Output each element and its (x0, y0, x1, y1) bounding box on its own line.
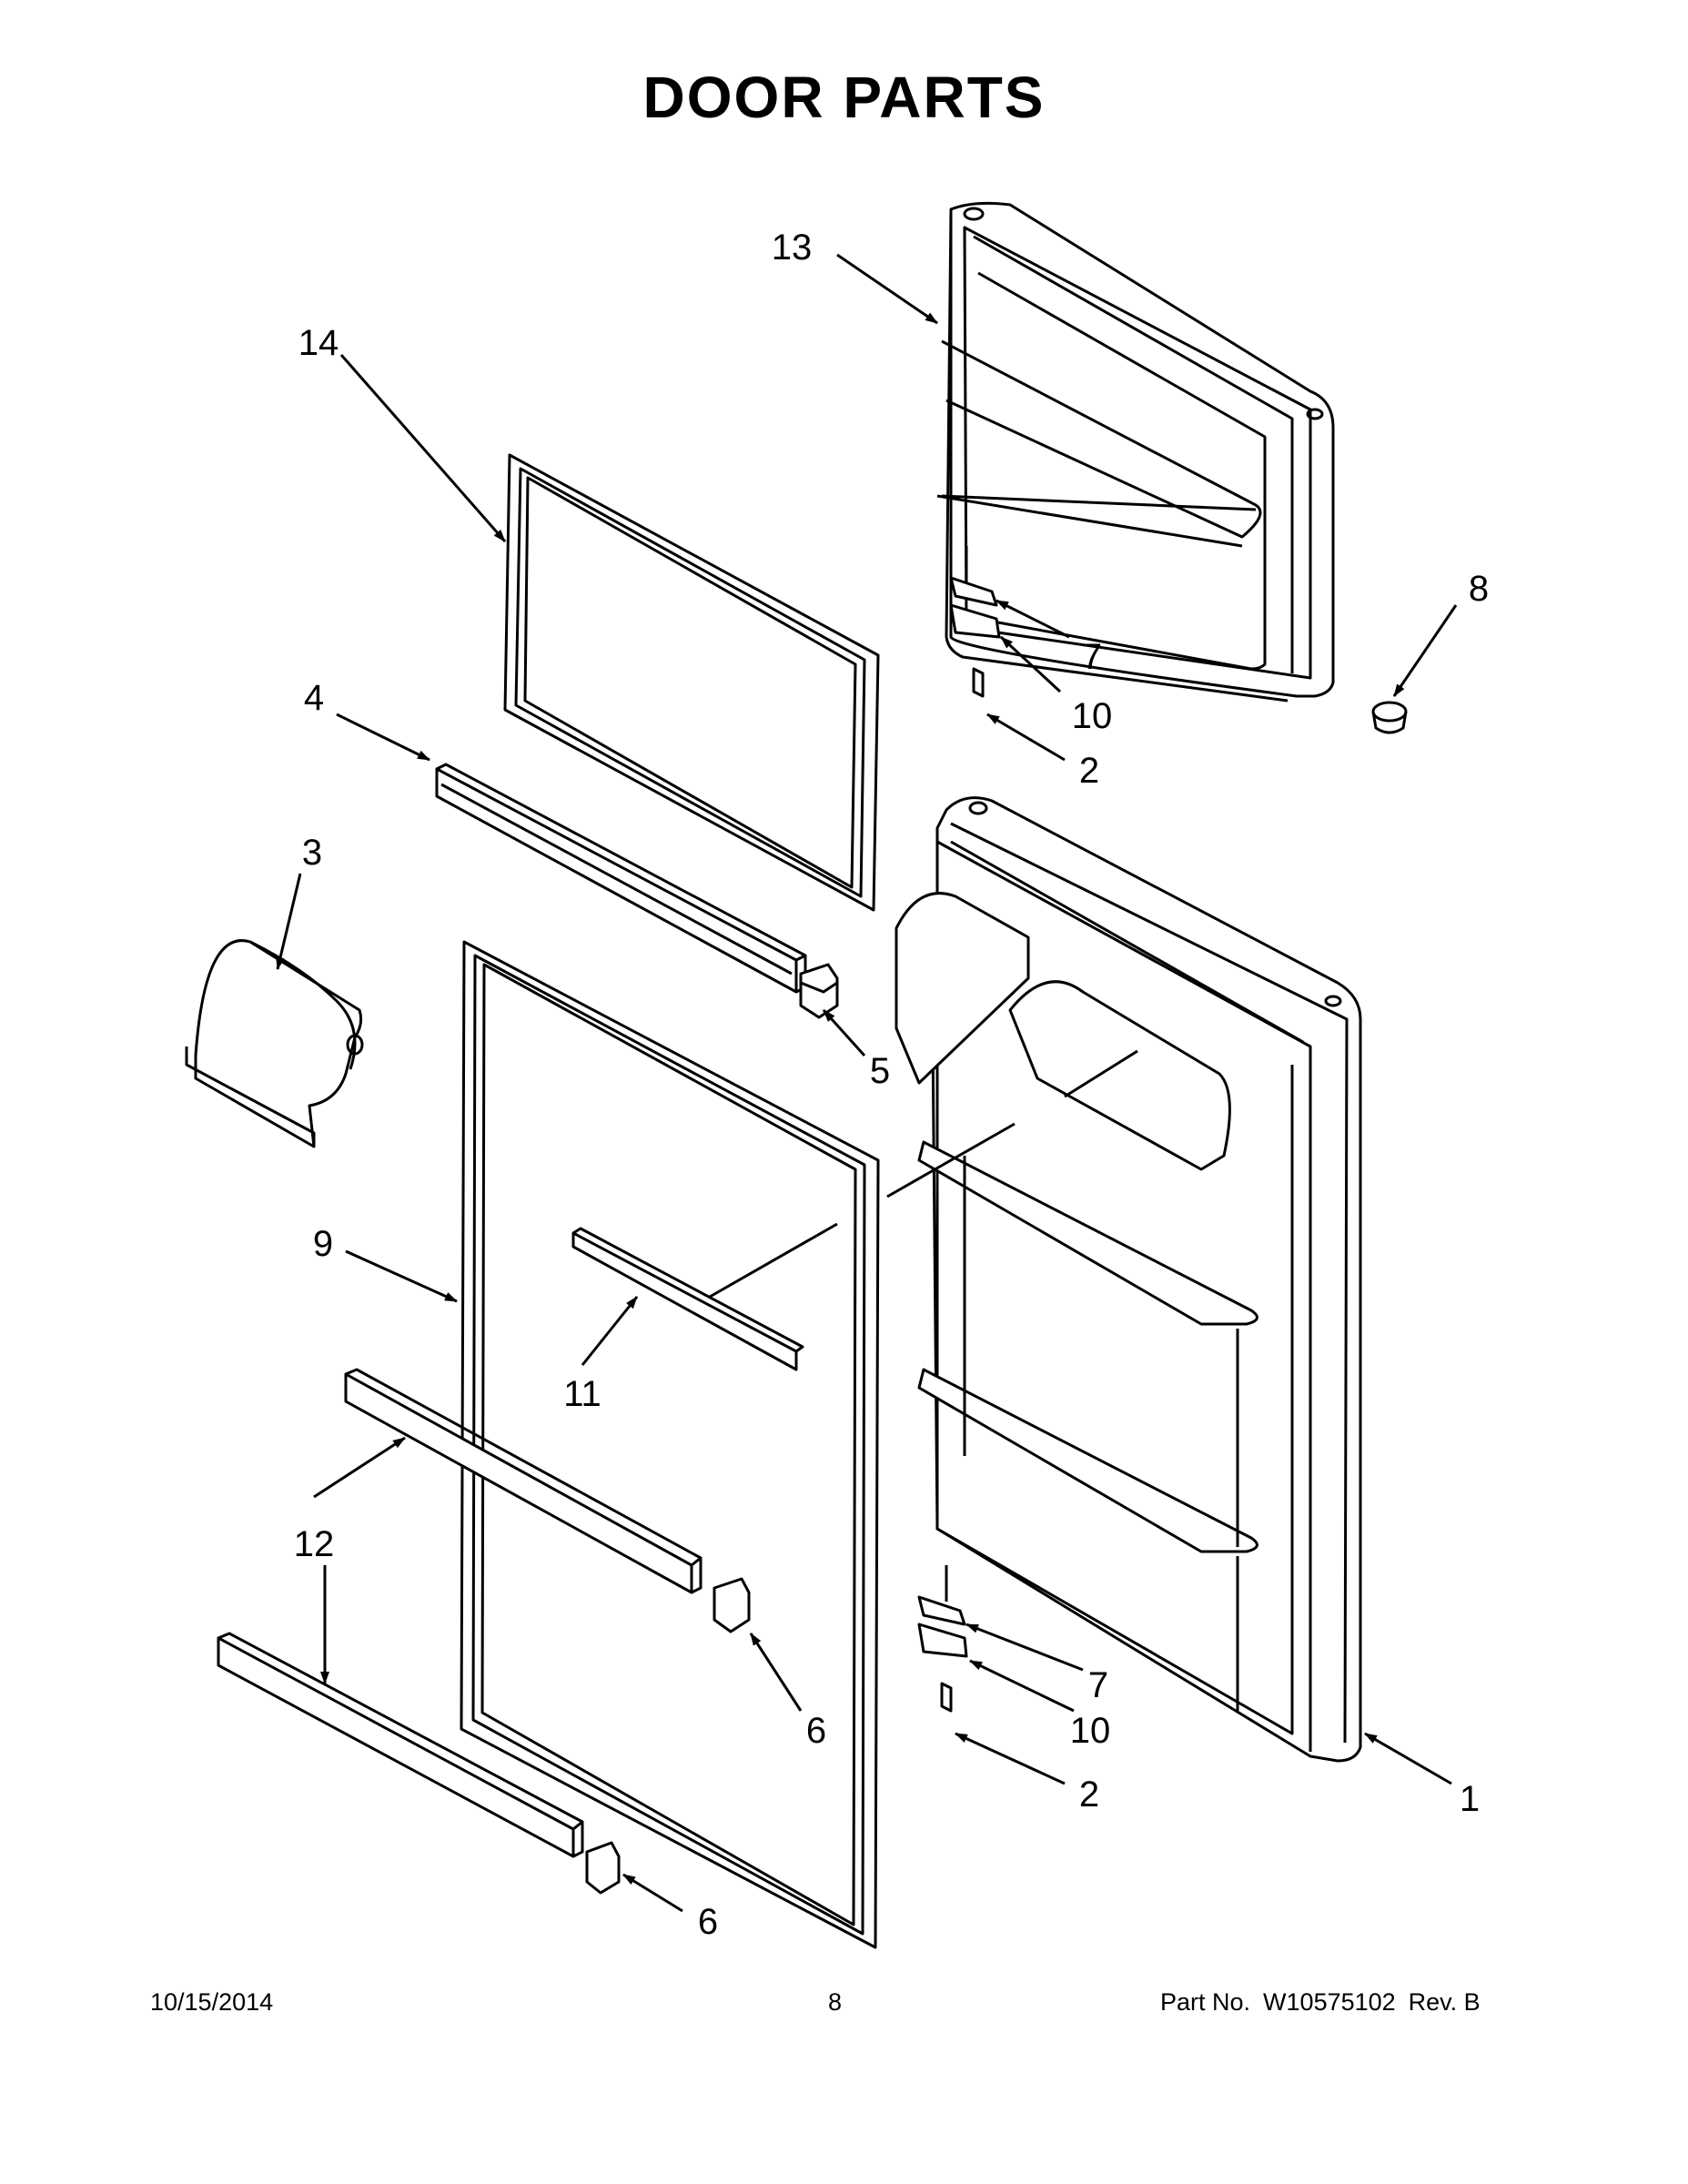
callout-6-lower: 6 (698, 1902, 718, 1942)
door-trim-strip-lower (217, 1632, 584, 1858)
fresh-food-door-gasket (460, 940, 880, 1949)
footer-part-number: Part No. W10575102 Rev. B (1160, 1988, 1481, 2017)
trim-clip (799, 963, 839, 1019)
lower-hinge-assembly (917, 1565, 968, 1713)
callout-1: 1 (1460, 1779, 1480, 1819)
trim-clip-upper (713, 1577, 751, 1633)
callout-14: 14 (298, 323, 339, 363)
revision: Rev. B (1408, 1988, 1481, 2016)
part-label: Part No. (1160, 1988, 1251, 2016)
fresh-food-door (895, 796, 1362, 1763)
callout-4: 4 (304, 678, 324, 718)
callout-2-upper: 2 (1079, 751, 1099, 791)
callout-labels: 13 14 4 3 9 11 12 5 6 6 7 10 2 8 7 10 2 … (294, 228, 1489, 1942)
hinge-hole-plug (1371, 701, 1408, 734)
trim-clip-lower (585, 1841, 621, 1895)
callout-7-lower: 7 (1088, 1665, 1108, 1705)
footer-date: 10/15/2014 (150, 1988, 274, 2016)
callout-11: 11 (563, 1374, 601, 1414)
page-title: DOOR PARTS (642, 65, 1046, 130)
callout-3: 3 (302, 833, 322, 873)
callout-12: 12 (294, 1524, 335, 1564)
callout-6-upper: 6 (806, 1711, 826, 1751)
door-trim-strip-upper (344, 1368, 702, 1594)
freezer-door (936, 201, 1335, 703)
callout-10-upper: 10 (1072, 696, 1113, 736)
door-trim-strip (435, 763, 807, 994)
gasket-trim-strip (571, 1227, 804, 1371)
footer-page-number: 8 (828, 1988, 843, 2016)
callout-2-lower: 2 (1079, 1774, 1099, 1815)
callout-10-lower: 10 (1070, 1711, 1111, 1751)
callout-9: 9 (313, 1224, 333, 1264)
part-number: W10575102 (1263, 1988, 1396, 2016)
callout-13: 13 (772, 228, 813, 268)
door-bin (185, 939, 364, 1148)
callout-5: 5 (870, 1051, 890, 1091)
callout-7-upper: 7 (1082, 637, 1102, 677)
callout-8: 8 (1469, 569, 1489, 609)
freezer-door-gasket (503, 453, 880, 912)
